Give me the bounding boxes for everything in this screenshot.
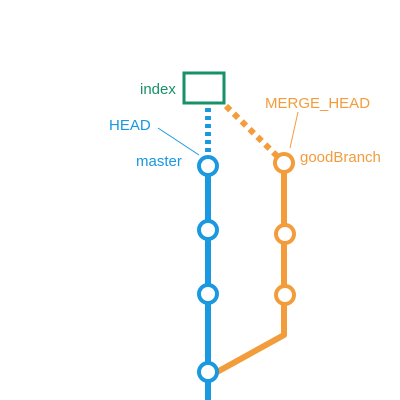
good-branch-commit-node xyxy=(274,223,296,245)
head-pointer-line xyxy=(157,127,200,156)
good-branch-line xyxy=(215,163,287,375)
master-base-commit-node xyxy=(197,361,219,383)
master-commit-node xyxy=(197,219,219,241)
head-label: HEAD xyxy=(109,117,151,134)
good-branch-label: goodBranch xyxy=(300,149,381,166)
good-branch-commit-node xyxy=(274,284,296,306)
index-node xyxy=(182,71,226,105)
merge-head-label: MERGE_HEAD xyxy=(265,95,370,112)
master-label: master xyxy=(136,153,182,170)
good-branch-commit-node xyxy=(273,152,295,174)
master-commit-node xyxy=(197,283,219,305)
merge-head-pointer-line xyxy=(289,111,299,149)
index-to-good-branch-dotted-link xyxy=(223,103,280,159)
index-label: index xyxy=(140,81,176,98)
master-commit-node xyxy=(197,155,219,177)
